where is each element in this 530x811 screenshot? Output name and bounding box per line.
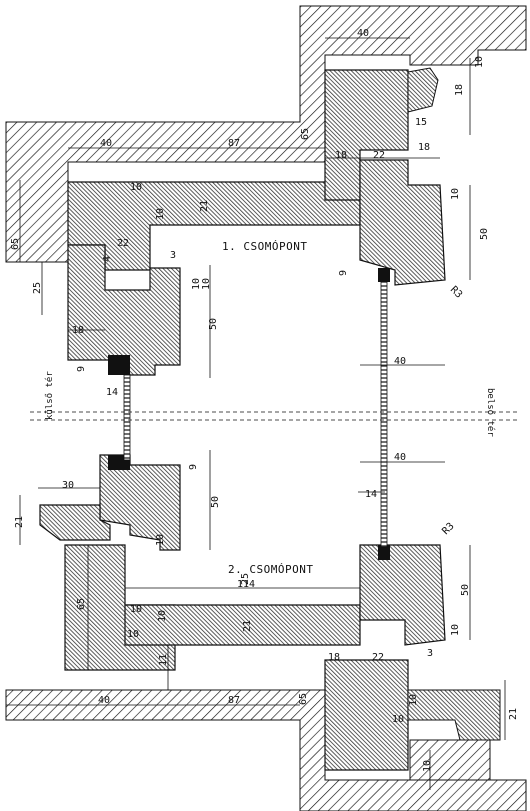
outside-label: külső tér xyxy=(44,371,55,420)
dim-wall-87: 87 xyxy=(228,138,240,149)
dim-node1-10a: 10 xyxy=(191,278,202,290)
dim-low-10c: 10 xyxy=(157,610,168,622)
dim-bot-22: 22 xyxy=(372,652,384,663)
dim-low-50: 50 xyxy=(210,496,221,508)
left-sash-upper-bead xyxy=(108,355,130,375)
sill-nose xyxy=(39,504,111,541)
dim-low-114: 114 xyxy=(237,579,255,590)
dim-bot-65: 65 xyxy=(298,693,309,705)
dim-node1-10b: 10 xyxy=(201,278,212,290)
dimension-values: 40 10 18 15 18 22 18 40 87 65 65 25 10 1… xyxy=(10,28,519,772)
inside-label: belső tér xyxy=(485,388,496,437)
dim-low-11: 11 xyxy=(158,654,169,666)
dim-low-21: 21 xyxy=(14,516,25,528)
dim-top-18c: 18 xyxy=(418,142,430,153)
dim-top-10: 10 xyxy=(474,56,485,68)
dim-low-25: 25 xyxy=(240,573,251,585)
dim-left-25: 25 xyxy=(32,282,43,294)
dim-right-50: 50 xyxy=(479,228,490,240)
top-inner-frame xyxy=(324,69,409,201)
dim-low-9: 9 xyxy=(188,464,199,470)
dim-low-10: 10 xyxy=(155,534,166,546)
outer-glass-pane xyxy=(123,374,131,461)
dim-sash-22: 22 xyxy=(117,238,129,249)
window-frame-members xyxy=(39,67,501,771)
dim-bot-10b: 10 xyxy=(392,714,404,725)
glazing xyxy=(123,281,388,548)
right-lower-bead xyxy=(378,545,390,560)
dim-node1-50: 50 xyxy=(208,318,219,330)
dimension-lines xyxy=(6,37,506,790)
dim-bot-21: 21 xyxy=(508,708,519,720)
dim-low-50r: 50 xyxy=(460,584,471,596)
dim-wall-40: 40 xyxy=(100,138,112,149)
dim-bot-10: 10 xyxy=(408,694,419,706)
dim-low-r3: R3 xyxy=(440,521,456,537)
bottom-right-sill xyxy=(407,689,501,741)
dim-right-10: 10 xyxy=(450,188,461,200)
right-upper-frame xyxy=(359,159,446,286)
dim-bot-10c: 10 xyxy=(422,760,433,772)
dim-top-22: 22 xyxy=(373,150,385,161)
dim-top-wall-40: 40 xyxy=(357,28,369,39)
node-2-label: 2. CSOMÓPONT xyxy=(228,563,313,576)
right-upper-bead xyxy=(378,268,390,282)
dim-top-15: 15 xyxy=(415,117,427,128)
dim-top-18: 18 xyxy=(454,84,465,96)
dim-low-10a: 10 xyxy=(130,604,142,615)
node-1-label: 1. CSOMÓPONT xyxy=(222,240,307,253)
lower-sill-rail xyxy=(124,604,361,646)
dim-low-65: 65 xyxy=(76,598,87,610)
dim-low-10b: 10 xyxy=(127,629,139,640)
dim-bot-18: 18 xyxy=(328,652,340,663)
right-lower-frame xyxy=(359,544,446,646)
dim-sash-4: 4 xyxy=(102,256,113,262)
dim-right-r3: R3 xyxy=(448,284,464,300)
dim-mid-40a: 40 xyxy=(394,356,406,367)
dim-low-21b: 21 xyxy=(242,620,253,632)
break-line xyxy=(30,411,520,421)
dim-mid-40b: 40 xyxy=(394,452,406,463)
dim-bot-87: 87 xyxy=(228,695,240,706)
dim-left-9: 9 xyxy=(76,366,87,372)
dim-low-3: 3 xyxy=(427,648,433,659)
dim-left-65: 65 xyxy=(10,238,21,250)
dim-bot-40: 40 xyxy=(98,695,110,706)
dim-sash-21: 21 xyxy=(199,200,210,212)
dim-left-18: 18 xyxy=(72,325,84,336)
top-right-moulding xyxy=(407,67,439,113)
dim-mid-14: 14 xyxy=(365,489,377,500)
dim-low-10r: 10 xyxy=(450,624,461,636)
dim-sash-10a: 10 xyxy=(130,182,142,193)
dim-top-18b: 18 xyxy=(335,150,347,161)
dim-node1-9: 9 xyxy=(338,270,349,276)
dim-low-30: 30 xyxy=(62,480,74,491)
dim-sash-10b: 10 xyxy=(155,208,166,220)
inner-glass-pane xyxy=(380,281,388,548)
dim-wall-65: 65 xyxy=(300,128,311,140)
dim-left-14: 14 xyxy=(106,387,118,398)
dim-sash-3: 3 xyxy=(170,250,176,261)
